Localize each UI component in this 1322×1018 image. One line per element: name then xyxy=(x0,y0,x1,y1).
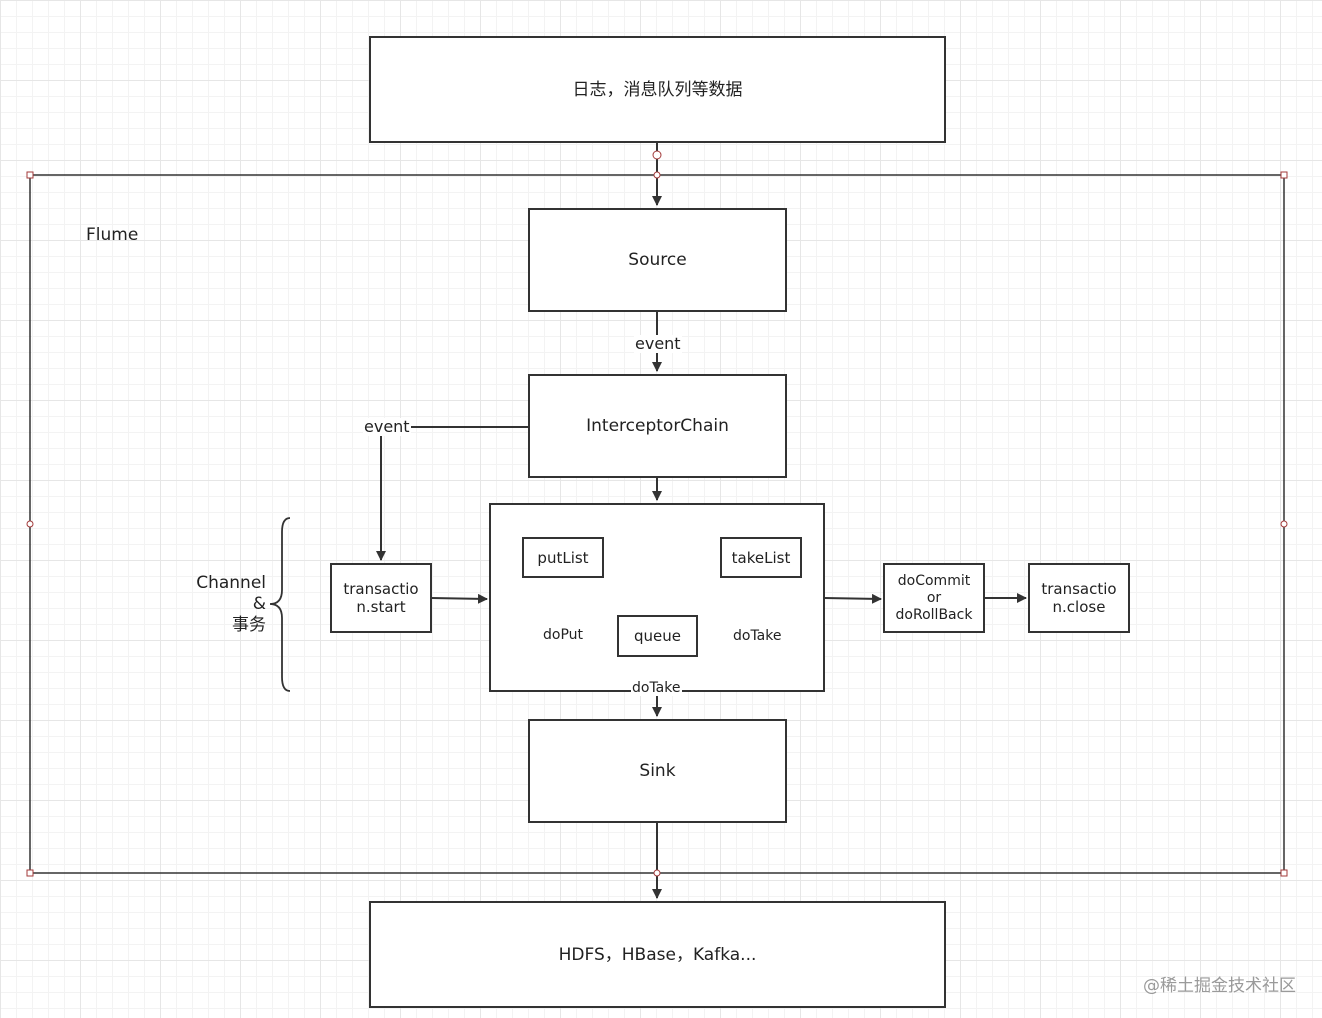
transaction-start-node[interactable]: transactio n.start xyxy=(330,563,432,633)
selection-handle[interactable] xyxy=(1280,171,1288,179)
transaction-close-node[interactable]: transactio n.close xyxy=(1028,563,1130,633)
connection-handle[interactable] xyxy=(653,869,661,877)
connection-handle[interactable] xyxy=(653,171,661,179)
channel-group-label: Channel & 事务 xyxy=(196,573,266,635)
flume-label: Flume xyxy=(86,225,139,245)
selection-handle[interactable] xyxy=(26,869,34,877)
channel-node[interactable] xyxy=(489,503,825,692)
selection-handle[interactable] xyxy=(26,171,34,179)
edge-label-event-interceptor: event xyxy=(363,417,411,436)
interceptor-chain-node[interactable]: InterceptorChain xyxy=(528,374,787,478)
edge-label-do-put: doPut xyxy=(542,627,585,643)
sink-node[interactable]: Sink xyxy=(528,719,787,823)
queue-node[interactable]: queue xyxy=(617,615,698,657)
put-list-node[interactable]: putList xyxy=(522,537,604,578)
connection-handle[interactable] xyxy=(652,150,662,160)
edge-label-do-take-sink: doTake xyxy=(631,680,682,696)
take-list-node[interactable]: takeList xyxy=(720,537,802,578)
connection-handle[interactable] xyxy=(1280,520,1288,528)
watermark: @稀土掘金技术社区 xyxy=(1143,976,1296,996)
edge-label-do-take-list: doTake xyxy=(732,628,783,644)
edge-label-event-source: event xyxy=(634,334,682,353)
destination-node[interactable]: HDFS，HBase，Kafka... xyxy=(369,901,946,1008)
commit-rollback-node[interactable]: doCommit or doRollBack xyxy=(883,563,985,633)
connection-handle[interactable] xyxy=(26,520,34,528)
edge-transaction-start-to-channel xyxy=(430,593,488,604)
channel-group-brace xyxy=(269,517,291,692)
source-node[interactable]: Source xyxy=(528,208,787,312)
selection-handle[interactable] xyxy=(1280,869,1288,877)
data-source-node[interactable]: 日志，消息队列等数据 xyxy=(369,36,946,143)
edge-channel-to-commit xyxy=(823,593,882,604)
